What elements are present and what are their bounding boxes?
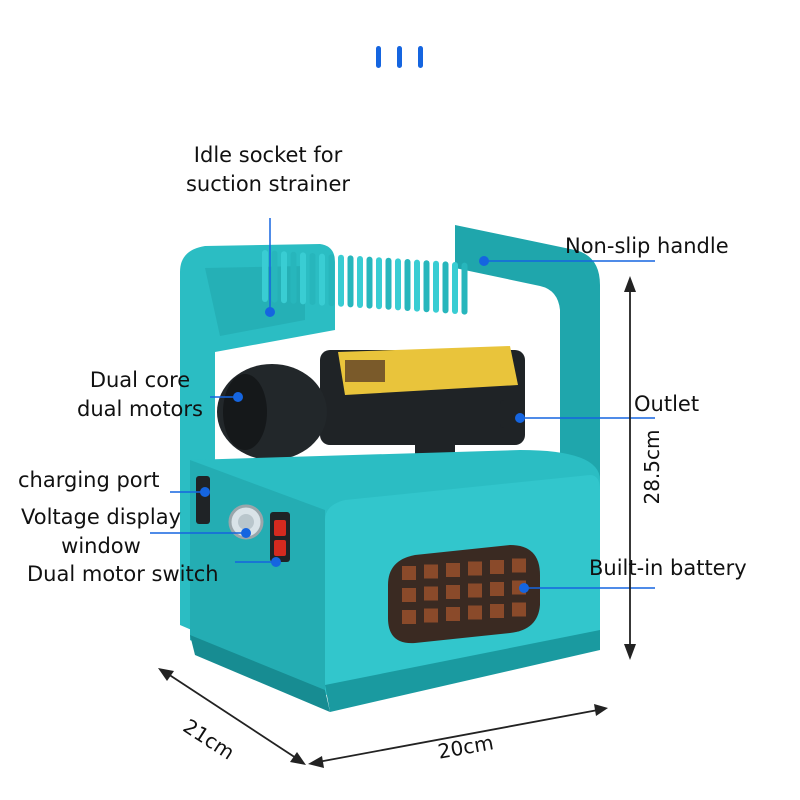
vent-hole bbox=[490, 604, 504, 618]
vent-hole bbox=[490, 582, 504, 596]
vent-hole bbox=[424, 564, 438, 579]
non-slip-handle-label: Non-slip handle bbox=[565, 234, 729, 258]
vent-hole bbox=[446, 607, 460, 621]
handle-rib bbox=[395, 258, 401, 311]
handle-rib bbox=[347, 255, 354, 308]
handle-rib bbox=[290, 251, 297, 304]
vent-hole bbox=[512, 558, 526, 573]
vent-hole bbox=[402, 610, 416, 624]
dimension-arrows bbox=[158, 276, 636, 768]
dual-core-label: Dual core dual motors bbox=[60, 366, 220, 424]
battery-vent bbox=[388, 545, 540, 644]
handle-rib bbox=[385, 257, 392, 310]
pump-motor bbox=[217, 346, 525, 500]
top-decoration bbox=[376, 46, 423, 68]
vent-hole bbox=[402, 588, 416, 602]
non-slip-handle-ribs bbox=[262, 250, 468, 315]
callout-dots bbox=[200, 256, 529, 593]
handle-rib bbox=[461, 262, 468, 315]
vent-hole bbox=[446, 585, 460, 599]
dual-core-line-1: Dual core bbox=[89, 368, 191, 392]
vent-hole bbox=[424, 608, 438, 623]
idle-socket-label: Idle socket for suction strainer bbox=[168, 141, 368, 199]
handle-rib bbox=[319, 253, 325, 306]
outlet-label: Outlet bbox=[634, 392, 700, 416]
vent-hole bbox=[468, 561, 482, 576]
handle-rib bbox=[271, 250, 278, 303]
voltage-line-2: window bbox=[61, 534, 141, 558]
vent-hole bbox=[468, 605, 482, 620]
idle-socket-line-1: Idle socket for bbox=[193, 143, 343, 167]
handle-rib bbox=[357, 256, 363, 308]
vent-hole bbox=[402, 566, 416, 580]
built-in-battery-label: Built-in battery bbox=[589, 556, 747, 580]
vent-hole bbox=[446, 563, 460, 577]
height-dimension-label: 28.5cm bbox=[640, 429, 664, 505]
handle-rib bbox=[281, 251, 287, 304]
handle-rib bbox=[376, 257, 382, 310]
vent-hole bbox=[490, 560, 504, 574]
handle-rib bbox=[423, 260, 430, 313]
dual-core-line-2: dual motors bbox=[77, 397, 203, 421]
charging-port-label: charging port bbox=[18, 468, 160, 492]
vent-hole bbox=[424, 586, 438, 601]
vent-hole bbox=[512, 602, 526, 617]
voltage-display-label: Voltage display window bbox=[6, 503, 196, 561]
idle-socket-line-2: suction strainer bbox=[185, 172, 351, 196]
handle-rib bbox=[433, 260, 439, 313]
handle-rib bbox=[262, 250, 268, 302]
handle-rib bbox=[404, 259, 411, 311]
handle-rib bbox=[442, 261, 449, 314]
voltage-line-1: Voltage display bbox=[20, 505, 181, 529]
callout-lines bbox=[150, 218, 655, 589]
handle-rib bbox=[452, 262, 458, 314]
vent-hole bbox=[468, 583, 482, 598]
handle-rib bbox=[328, 254, 335, 307]
handle-rib bbox=[300, 252, 306, 305]
dual-motor-switch-label: Dual motor switch bbox=[27, 562, 219, 586]
handle-rib bbox=[309, 253, 316, 305]
handle-rib bbox=[338, 254, 344, 307]
handle-rib bbox=[414, 259, 420, 312]
handle-rib bbox=[366, 256, 373, 309]
